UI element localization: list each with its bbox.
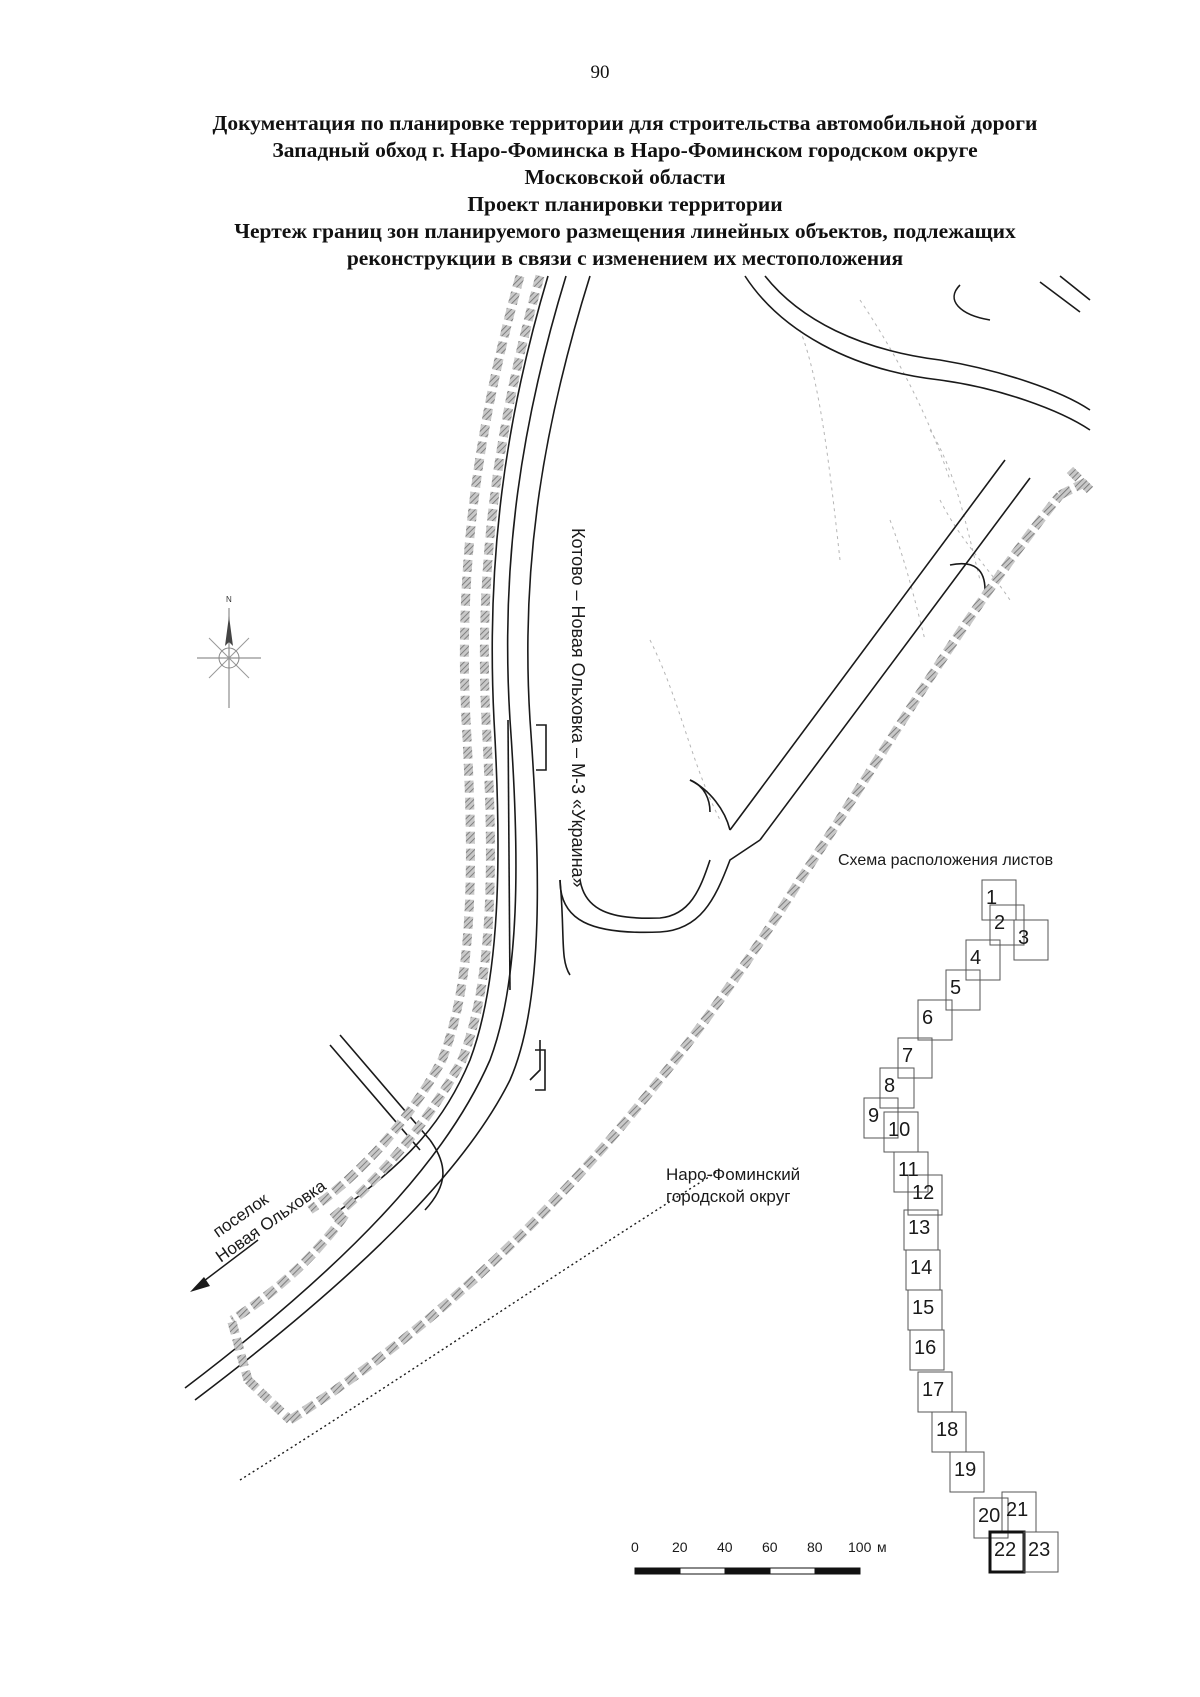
sheet-number: 13 bbox=[908, 1217, 930, 1239]
scale-unit: м bbox=[877, 1539, 887, 1555]
road-northeast bbox=[744, 275, 1091, 431]
title-line: реконструкции в связи с изменением их ме… bbox=[346, 246, 904, 270]
scale-tick-label: 80 bbox=[807, 1539, 823, 1555]
sheet-number: 5 bbox=[950, 977, 961, 999]
sheet-box bbox=[949, 1451, 985, 1493]
district-boundary bbox=[239, 1169, 721, 1481]
sheet-number: 17 bbox=[922, 1379, 944, 1401]
scale-bar: 0 20 40 60 80 100 м bbox=[631, 1539, 887, 1575]
title-line: Чертеж границ зон планируемого размещени… bbox=[234, 219, 1016, 243]
sheet-box bbox=[893, 1151, 929, 1193]
sheet-number: 3 bbox=[1018, 927, 1029, 949]
sheet-box bbox=[879, 1067, 915, 1109]
sheet-number: 23 bbox=[1028, 1539, 1050, 1561]
sheet-number: 12 bbox=[912, 1182, 934, 1204]
sheet-number: 8 bbox=[884, 1075, 895, 1097]
title-line: Проект планировки территории bbox=[467, 192, 783, 216]
sheet-box bbox=[863, 1097, 899, 1139]
sheet-number: 19 bbox=[954, 1459, 976, 1481]
page-number: 90 bbox=[590, 62, 610, 83]
sheet-number: 1 bbox=[986, 887, 997, 909]
planned-zone-boundary bbox=[227, 274, 1094, 1424]
sheet-box bbox=[965, 939, 1001, 981]
title-line: Документация по планировке территории дл… bbox=[212, 111, 1038, 135]
relief-lines bbox=[649, 299, 1011, 821]
north-arrow-icon: N bbox=[197, 595, 261, 708]
sheet-number: 4 bbox=[970, 947, 981, 969]
sheet-box bbox=[981, 879, 1017, 921]
scale-tick-label: 0 bbox=[631, 1539, 639, 1555]
sheet-number: 16 bbox=[914, 1337, 936, 1359]
sheet-number: 6 bbox=[922, 1007, 933, 1029]
sheet-box bbox=[931, 1411, 967, 1453]
sheet-box bbox=[1013, 919, 1049, 961]
sheet-box bbox=[909, 1329, 945, 1371]
direction-arrow bbox=[199, 1239, 259, 1285]
sheet-box bbox=[907, 1174, 943, 1216]
scale-segment bbox=[769, 1567, 816, 1575]
road-label: Котово – Новая Ольховка – М-3 «Украина» bbox=[568, 528, 588, 888]
sheet-number: 20 bbox=[978, 1505, 1000, 1527]
sheet-number: 11 bbox=[898, 1159, 919, 1181]
scale-segment bbox=[679, 1567, 726, 1575]
sheet-box bbox=[989, 904, 1025, 946]
sheet-number: 18 bbox=[936, 1419, 958, 1441]
document-title: Документация по планировке территории дл… bbox=[130, 110, 1120, 272]
sheet-scheme-title: Схема расположения листов bbox=[838, 852, 1053, 869]
north-label: N bbox=[226, 595, 232, 604]
road-kotovo-m3 bbox=[184, 275, 591, 1401]
district-label-line2: городской округ bbox=[666, 1187, 790, 1206]
scale-segment bbox=[634, 1567, 681, 1575]
sheet-box bbox=[1023, 1531, 1059, 1573]
title-line: Московской области bbox=[524, 165, 726, 189]
sheet-number: 10 bbox=[888, 1119, 910, 1141]
road-side-branch bbox=[329, 1034, 444, 1211]
district-label-line1: Наро-Фоминский bbox=[666, 1165, 800, 1184]
scale-segment bbox=[724, 1567, 771, 1575]
settlement-label: поселок Новая Ольховка bbox=[209, 1176, 329, 1266]
sheet-location-scheme: Схема расположения листов 12345678910111… bbox=[838, 852, 1059, 1574]
sheet-box bbox=[945, 969, 981, 1011]
scale-tick-label: 40 bbox=[717, 1539, 733, 1555]
sheet-number: 9 bbox=[868, 1105, 879, 1127]
scale-tick-label: 20 bbox=[672, 1539, 688, 1555]
sheet-number: 22 bbox=[994, 1539, 1016, 1561]
scale-segment bbox=[814, 1567, 861, 1575]
sheet-number: 15 bbox=[912, 1297, 934, 1319]
sheet-number: 21 bbox=[1006, 1499, 1028, 1521]
sheet-box bbox=[897, 1037, 933, 1079]
direction-arrowhead bbox=[190, 1277, 210, 1292]
sheet-number: 2 bbox=[994, 912, 1005, 934]
sheet-number: 14 bbox=[910, 1257, 932, 1279]
sheet-number: 7 bbox=[902, 1045, 913, 1067]
title-line: Западный обход г. Наро-Фоминска в Наро-Ф… bbox=[272, 138, 978, 162]
scale-tick-label: 100 bbox=[848, 1539, 872, 1555]
sheet-box bbox=[917, 999, 953, 1041]
road-diagonal bbox=[559, 459, 1031, 976]
scale-tick-label: 60 bbox=[762, 1539, 778, 1555]
